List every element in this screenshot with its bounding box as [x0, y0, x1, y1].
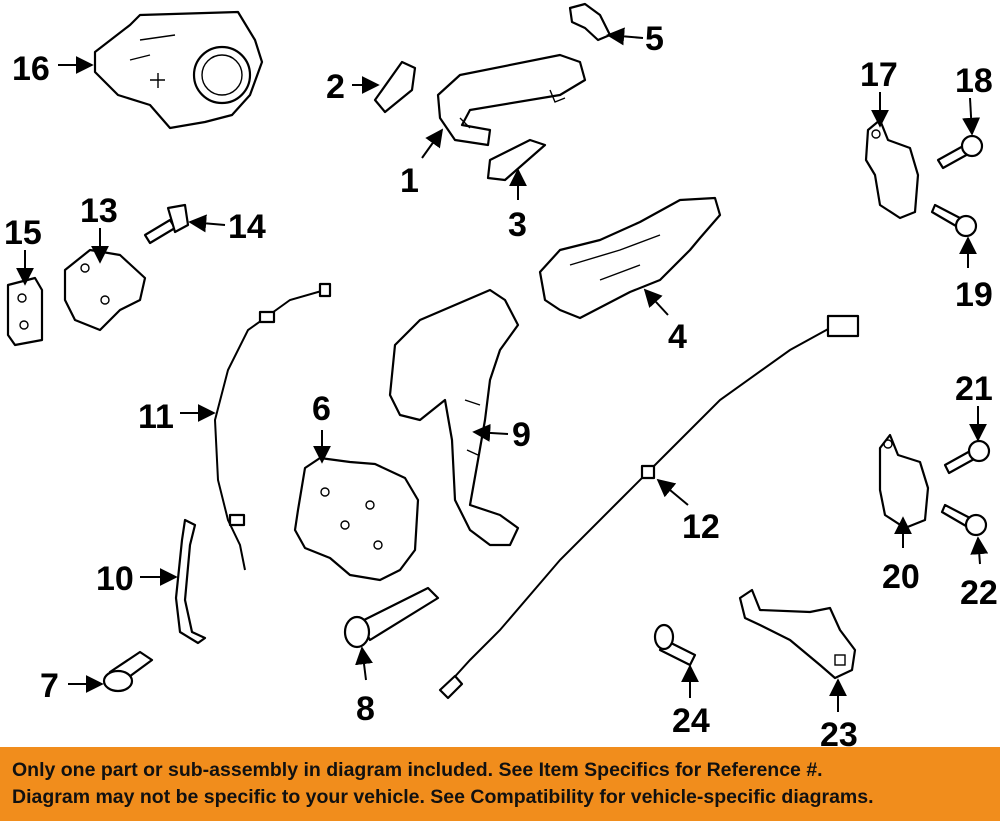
- disclaimer-banner: Only one part or sub-assembly in diagram…: [0, 747, 1000, 821]
- part-20-hinge: [878, 433, 930, 530]
- callout-4: 4: [668, 318, 687, 356]
- part-9-cover: [388, 288, 520, 547]
- callout-10: 10: [96, 560, 134, 598]
- part-13-bracket: [63, 248, 147, 332]
- callout-12: 12: [682, 508, 720, 546]
- callout-19: 19: [955, 276, 993, 314]
- part-19-bolt: [930, 203, 978, 238]
- callout-23: 23: [820, 716, 858, 747]
- parts-diagram: 1 2 3 4 5 6 7 8 9 10 11 12 13 14 15 16 1…: [4, 2, 998, 747]
- part-11-cable: [213, 282, 332, 571]
- part-15-plate: [6, 276, 44, 347]
- callout-5: 5: [645, 20, 664, 58]
- part-1-door-handle: [436, 53, 587, 147]
- part-23-striker: [738, 588, 857, 680]
- callout-15: 15: [4, 214, 42, 252]
- callout-11: 11: [138, 398, 174, 436]
- leader-lines: [16, 27, 989, 712]
- callout-9: 9: [512, 416, 531, 454]
- part-14-bolt: [143, 203, 190, 245]
- part-24-bolt: [653, 623, 697, 667]
- part-10-rod: [174, 518, 207, 645]
- part-8-bolt: [343, 586, 440, 649]
- callout-3: 3: [508, 206, 527, 244]
- callout-20: 20: [882, 558, 920, 596]
- part-21-bolt: [943, 439, 991, 475]
- part-16-lock-housing: [93, 10, 264, 130]
- callout-1: 1: [400, 162, 419, 200]
- part-5-clip: [568, 2, 612, 42]
- part-17-hinge: [864, 118, 920, 220]
- disclaimer-line-1: Only one part or sub-assembly in diagram…: [12, 759, 823, 781]
- callout-24: 24: [672, 702, 710, 740]
- disclaimer-line-2: Diagram may not be specific to your vehi…: [12, 786, 874, 808]
- callout-2: 2: [326, 68, 345, 106]
- part-3-gasket: [486, 138, 547, 182]
- part-7-bolt: [102, 650, 154, 693]
- part-12-cable: [438, 314, 860, 700]
- callout-13: 13: [80, 192, 118, 230]
- callout-6: 6: [312, 390, 331, 428]
- callout-21: 21: [955, 370, 993, 408]
- callout-18: 18: [955, 62, 993, 100]
- callout-14: 14: [228, 208, 266, 246]
- part-4-reinforcement: [538, 196, 722, 320]
- callout-7: 7: [40, 667, 59, 705]
- part-6-door-latch: [293, 456, 420, 582]
- part-22-bolt: [940, 503, 988, 537]
- callout-16: 16: [12, 50, 50, 88]
- callout-17: 17: [860, 56, 898, 94]
- part-18-bolt: [936, 134, 984, 170]
- callout-8: 8: [356, 690, 375, 728]
- part-2-bracket: [373, 60, 417, 114]
- callout-22: 22: [960, 574, 998, 612]
